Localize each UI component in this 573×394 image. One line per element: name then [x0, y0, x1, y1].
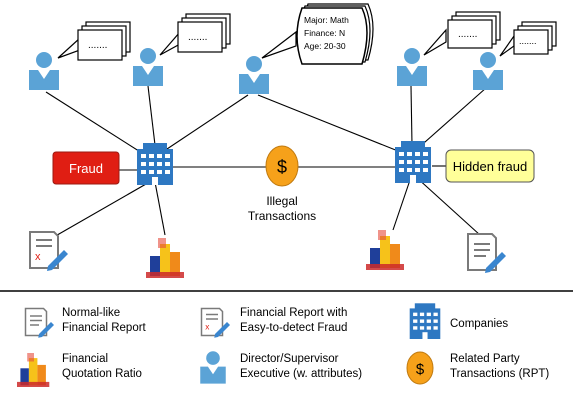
legend-companies: Companies — [450, 318, 508, 330]
bubble-dots: ....... — [519, 36, 537, 46]
transaction-label-line2: Transactions — [248, 209, 316, 223]
attribute-bubble-detailed: Major: Math Finance: N Age: 20-30 — [296, 3, 374, 65]
director-icon — [239, 56, 269, 94]
legend-quotation-line1: Financial — [62, 353, 108, 365]
quotation-chart-icon — [366, 230, 404, 270]
legend-fraud-report-line2: Easy-to-detect Fraud — [240, 322, 347, 334]
director-icon — [397, 48, 427, 86]
attribute-bubble: ....... — [77, 21, 131, 61]
director-icon — [473, 52, 503, 90]
bubble-dots: ....... — [458, 29, 477, 40]
legend-director-line2: Executive (w. attributes) — [240, 368, 362, 380]
company-building-icon — [395, 141, 431, 183]
legend-rpt-line2: Transactions (RPT) — [450, 368, 549, 380]
coin-symbol: $ — [277, 157, 287, 177]
hidden-fraud-badge: Hidden fraud — [445, 149, 535, 183]
transaction-label-line1: Illegal — [266, 194, 297, 208]
legend-quotation-line2: Quotation Ratio — [62, 368, 142, 380]
attr-age: Age: 20-30 — [304, 41, 346, 51]
legend-fraud-report-line1: Financial Report with — [240, 307, 347, 319]
legend-rpt-coin-icon: $ — [406, 351, 434, 385]
attribute-bubble: ....... — [513, 21, 557, 55]
fraud-badge: Fraud — [52, 151, 120, 185]
hidden-fraud-label: Hidden fraud — [453, 159, 527, 174]
attr-major: Major: Math — [304, 15, 349, 25]
attr-finance: Finance: N — [304, 28, 345, 38]
normal-report-icon — [467, 233, 507, 274]
fraud-report-icon — [29, 231, 69, 272]
legend-chart-icon — [17, 353, 50, 387]
attribute-bubble: ....... — [447, 11, 501, 49]
legend: Normal-like Financial Report Financial R… — [17, 303, 549, 387]
fraud-label: Fraud — [69, 161, 103, 176]
legend-normal-report-line1: Normal-like — [62, 307, 120, 319]
legend-director-line1: Director/Supervisor — [240, 353, 339, 365]
director-icon — [133, 48, 163, 86]
bubble-dots: ....... — [188, 32, 207, 43]
director-icon — [29, 52, 59, 90]
legend-director-icon — [200, 351, 226, 384]
legend-fraud-report-icon — [200, 307, 231, 339]
attribute-bubble: ....... — [177, 13, 231, 53]
company-building-icon — [137, 143, 173, 185]
legend-normal-report-icon — [24, 307, 55, 339]
legend-rpt-line1: Related Party — [450, 353, 520, 365]
bubble-dots: ....... — [88, 40, 107, 51]
legend-normal-report-line2: Financial Report — [62, 322, 147, 334]
quotation-chart-icon — [146, 238, 184, 278]
legend-rpt-symbol: $ — [416, 361, 425, 378]
legend-company-icon — [409, 303, 441, 339]
transaction-coin-icon: $ — [265, 145, 299, 187]
